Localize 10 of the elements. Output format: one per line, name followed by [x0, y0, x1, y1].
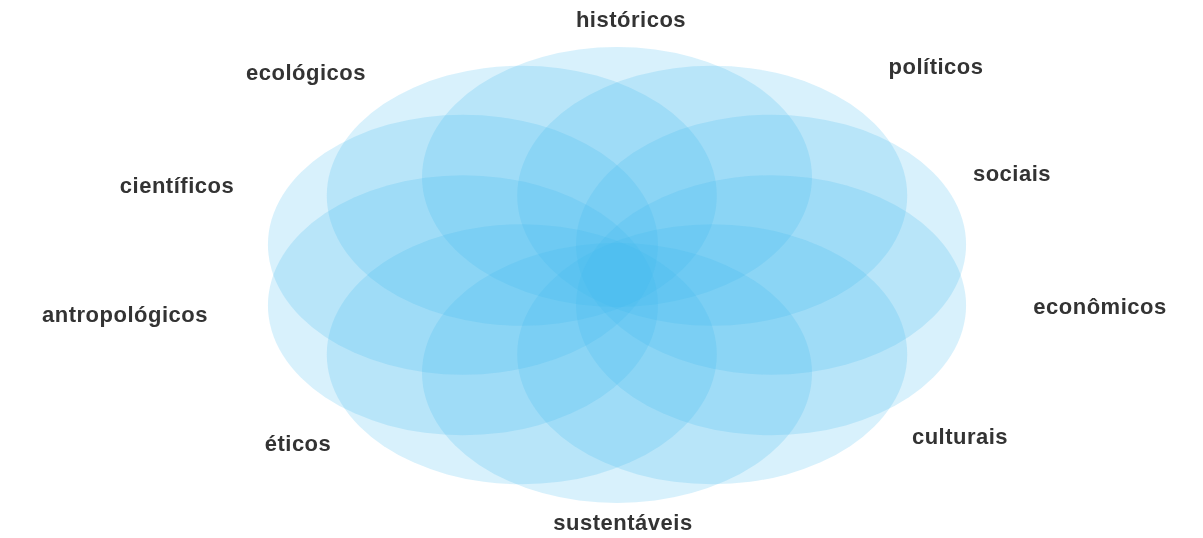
category-label: ecológicos	[246, 60, 366, 86]
category-label: políticos	[888, 54, 984, 80]
category-label: sociais	[972, 161, 1052, 187]
category-label: éticos	[264, 431, 332, 457]
category-label: históricos	[575, 7, 687, 33]
category-label: antropológicos	[42, 302, 208, 328]
category-label: sustentáveis	[553, 510, 693, 536]
category-label: científicos	[119, 173, 235, 199]
category-label: econômicos	[1033, 294, 1167, 320]
category-label: culturais	[911, 424, 1009, 450]
